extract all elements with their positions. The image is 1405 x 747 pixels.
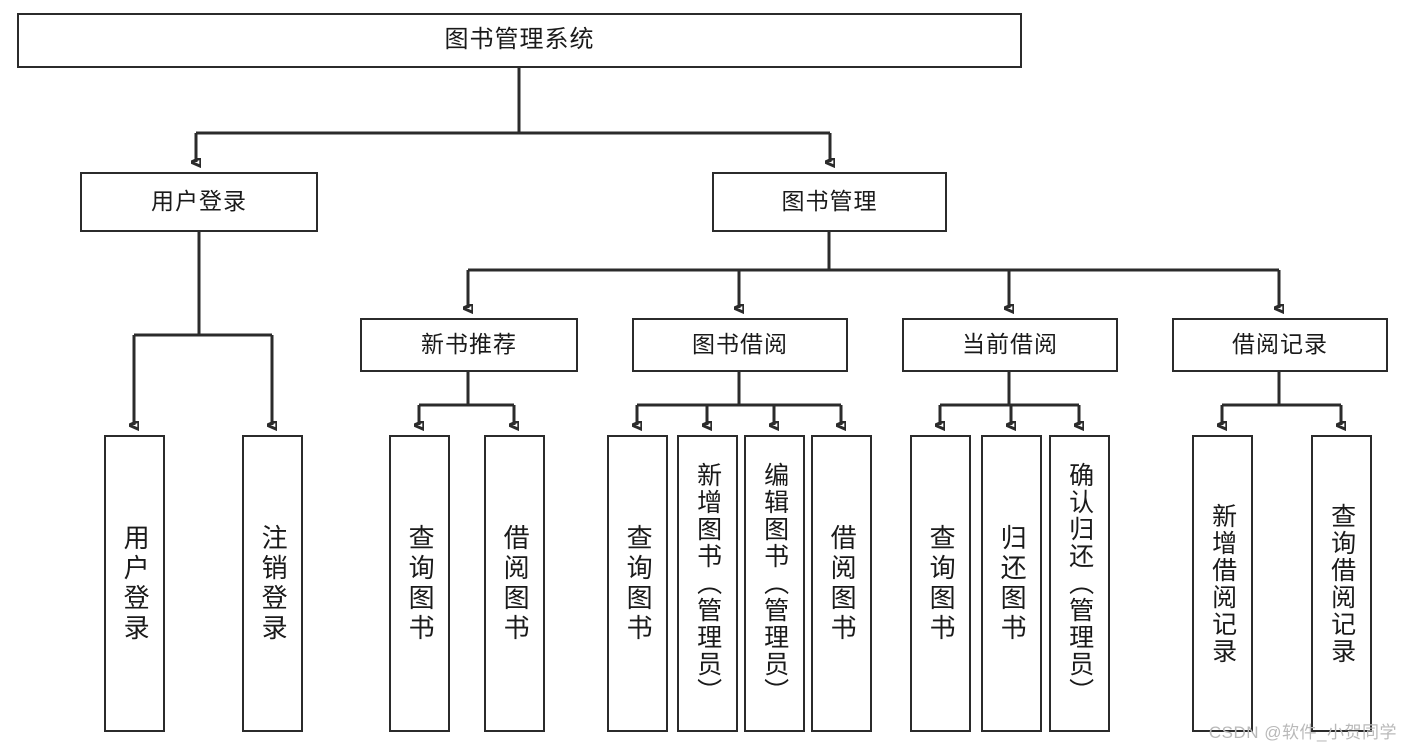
node-label: 查询图书 xyxy=(926,523,957,644)
node-label: 查询借阅记录 xyxy=(1327,502,1356,665)
node-book-management[interactable]: 图书管理 xyxy=(712,172,947,232)
node-label: 图书管理系统 xyxy=(444,26,595,54)
node-root-system[interactable]: 图书管理系统 xyxy=(17,13,1022,68)
node-label: 确认归还（管理员） xyxy=(1065,462,1094,705)
leaf-confirm-return-admin[interactable]: 确认归还（管理员） xyxy=(1049,435,1110,732)
node-label: 编辑图书（管理员） xyxy=(760,462,789,705)
leaf-query-borrow-record[interactable]: 查询借阅记录 xyxy=(1311,435,1372,732)
node-book-borrow[interactable]: 图书借阅 xyxy=(632,318,848,372)
node-label: 借阅记录 xyxy=(1232,331,1328,358)
node-label: 新书推荐 xyxy=(421,331,517,358)
node-borrow-record[interactable]: 借阅记录 xyxy=(1172,318,1388,372)
leaf-query-book-borrow[interactable]: 查询图书 xyxy=(607,435,668,732)
leaf-borrow-book[interactable]: 借阅图书 xyxy=(811,435,872,732)
leaf-return-book[interactable]: 归还图书 xyxy=(981,435,1042,732)
node-label: 用户登录 xyxy=(120,523,151,644)
node-label: 图书管理 xyxy=(781,188,878,215)
node-current-borrow[interactable]: 当前借阅 xyxy=(902,318,1118,372)
node-label: 查询图书 xyxy=(623,523,654,644)
node-label: 当前借阅 xyxy=(962,331,1058,358)
node-label: 查询图书 xyxy=(405,523,436,644)
leaf-borrow-book-recommend[interactable]: 借阅图书 xyxy=(484,435,545,732)
node-label: 新增借阅记录 xyxy=(1208,502,1237,665)
node-label: 借阅图书 xyxy=(827,523,858,644)
node-label: 借阅图书 xyxy=(500,523,531,644)
node-label: 注销登录 xyxy=(258,523,289,644)
node-user-login[interactable]: 用户登录 xyxy=(80,172,318,232)
leaf-add-borrow-record[interactable]: 新增借阅记录 xyxy=(1192,435,1253,732)
leaf-edit-book-admin[interactable]: 编辑图书（管理员） xyxy=(744,435,805,732)
leaf-query-book-current[interactable]: 查询图书 xyxy=(910,435,971,732)
leaf-logout[interactable]: 注销登录 xyxy=(242,435,303,732)
node-new-book-recommend[interactable]: 新书推荐 xyxy=(360,318,578,372)
node-label: 归还图书 xyxy=(997,523,1028,644)
node-label: 用户登录 xyxy=(151,188,247,215)
leaf-add-book-admin[interactable]: 新增图书（管理员） xyxy=(677,435,738,732)
leaf-user-login[interactable]: 用户登录 xyxy=(104,435,165,732)
node-label: 图书借阅 xyxy=(692,331,788,358)
leaf-query-book-recommend[interactable]: 查询图书 xyxy=(389,435,450,732)
node-label: 新增图书（管理员） xyxy=(693,462,722,705)
